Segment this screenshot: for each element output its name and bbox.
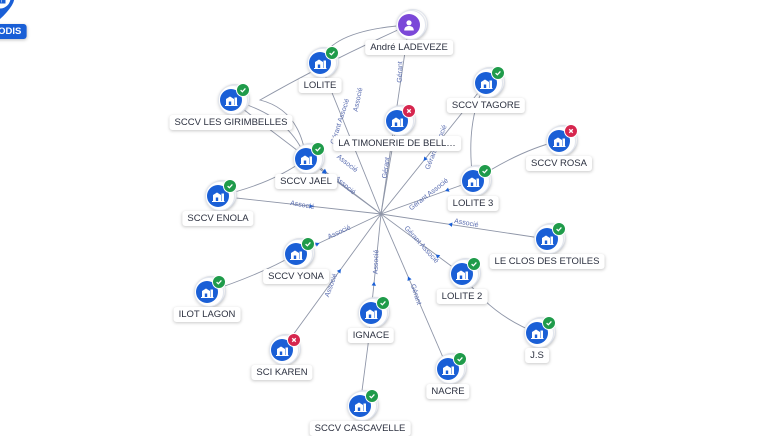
company-building-icon bbox=[386, 110, 408, 132]
node-label: SCCV ENOLA bbox=[182, 211, 254, 226]
map-pin-icon bbox=[0, 0, 16, 21]
edge-label: Gérant Associé bbox=[408, 177, 450, 212]
company-building-icon bbox=[548, 130, 570, 152]
edge-secodis-enola bbox=[217, 195, 382, 215]
edge-arrow-icon bbox=[435, 254, 441, 259]
status-active-icon bbox=[236, 83, 250, 97]
status-active-icon bbox=[212, 275, 226, 289]
company-building-icon bbox=[220, 89, 242, 111]
status-closed-icon bbox=[402, 104, 416, 118]
person-icon bbox=[398, 14, 420, 36]
status-active-icon bbox=[552, 222, 566, 236]
company-building-icon bbox=[309, 52, 331, 74]
status-active-icon bbox=[311, 142, 325, 156]
edge-label: Gérant Associé bbox=[403, 225, 440, 265]
company-building-icon bbox=[196, 281, 218, 303]
status-closed-icon bbox=[564, 124, 578, 138]
node-label: SCCV ROSA bbox=[526, 156, 592, 171]
company-building-icon bbox=[349, 395, 371, 417]
company-building-icon bbox=[360, 302, 382, 324]
edge-arrow-icon bbox=[336, 268, 341, 274]
edge-label: Gérant bbox=[382, 157, 392, 179]
edge-label: Associé bbox=[327, 224, 352, 241]
node-label: SCCV TAGORE bbox=[446, 98, 526, 113]
status-active-icon bbox=[453, 352, 467, 366]
status-active-icon bbox=[223, 179, 237, 193]
company-building-icon bbox=[207, 185, 229, 207]
edge-secodis-ignace bbox=[370, 213, 382, 314]
status-active-icon bbox=[301, 237, 315, 251]
edge-secodis-lolite3 bbox=[380, 180, 474, 215]
node-label: André LADEVEZE bbox=[365, 40, 453, 55]
node-label: LOLITE 3 bbox=[447, 196, 499, 211]
company-building-icon bbox=[295, 148, 317, 170]
status-active-icon bbox=[478, 164, 492, 178]
node-label: SCCV YONA bbox=[263, 269, 329, 284]
status-active-icon bbox=[542, 316, 556, 330]
node-label: ILOT LAGON bbox=[173, 307, 241, 322]
edge-label: Gérant bbox=[409, 283, 422, 306]
company-building-icon bbox=[526, 322, 548, 344]
node-label: J.S bbox=[525, 348, 549, 363]
node-label: SECODIS bbox=[0, 24, 27, 39]
edge-label: Gérant bbox=[397, 61, 405, 83]
edge-arrow-icon bbox=[321, 169, 327, 174]
edge-arrow-icon bbox=[314, 242, 320, 247]
edges-layer bbox=[206, 24, 560, 407]
edge-arrow-icon bbox=[448, 222, 453, 227]
company-building-icon bbox=[451, 263, 473, 285]
edge-secodis-karen bbox=[281, 213, 382, 351]
edge-secodis-nacre bbox=[380, 213, 449, 370]
company-building-icon bbox=[437, 358, 459, 380]
company-building-icon bbox=[285, 243, 307, 265]
status-active-icon bbox=[491, 66, 505, 80]
node-label: SCCV CASCAVELLE bbox=[309, 421, 411, 436]
company-building-icon bbox=[271, 339, 293, 361]
node-label: LOLITE bbox=[298, 78, 342, 93]
node-label: SCCV JAEL bbox=[275, 174, 337, 189]
status-active-icon bbox=[376, 296, 390, 310]
status-active-icon bbox=[467, 257, 481, 271]
node-label: NACRE bbox=[426, 384, 470, 399]
edge-arrow-icon bbox=[371, 281, 376, 286]
node-label: LOLITE 2 bbox=[436, 289, 488, 304]
node-label: LA TIMONERIE DE BELL… bbox=[333, 136, 461, 151]
edge-arrow-icon bbox=[445, 187, 450, 192]
node-label: LE CLOS DES ETOILES bbox=[489, 254, 605, 269]
company-building-icon bbox=[462, 170, 484, 192]
edge-secodis-clos bbox=[380, 213, 548, 240]
company-building-icon bbox=[475, 72, 497, 94]
status-active-icon bbox=[365, 389, 379, 403]
node-label: SCCV LES GIRIMBELLES bbox=[169, 115, 293, 130]
edge-label: Associé bbox=[353, 87, 365, 113]
edge-label: Associé bbox=[335, 154, 359, 175]
edge-label: Associé bbox=[454, 218, 479, 229]
edge-arrow-icon bbox=[407, 276, 412, 281]
company-building-icon bbox=[536, 228, 558, 250]
edge-label: Associé bbox=[290, 200, 315, 211]
edge-secodis-lolite2 bbox=[380, 213, 463, 275]
node-label: SCI KAREN bbox=[251, 365, 313, 380]
edge-arrow-icon bbox=[423, 156, 428, 161]
edge-label: Associé bbox=[373, 249, 381, 274]
node-label: IGNACE bbox=[347, 328, 395, 343]
status-active-icon bbox=[325, 46, 339, 60]
status-closed-icon bbox=[287, 333, 301, 347]
edge-arrow-icon bbox=[309, 203, 314, 209]
